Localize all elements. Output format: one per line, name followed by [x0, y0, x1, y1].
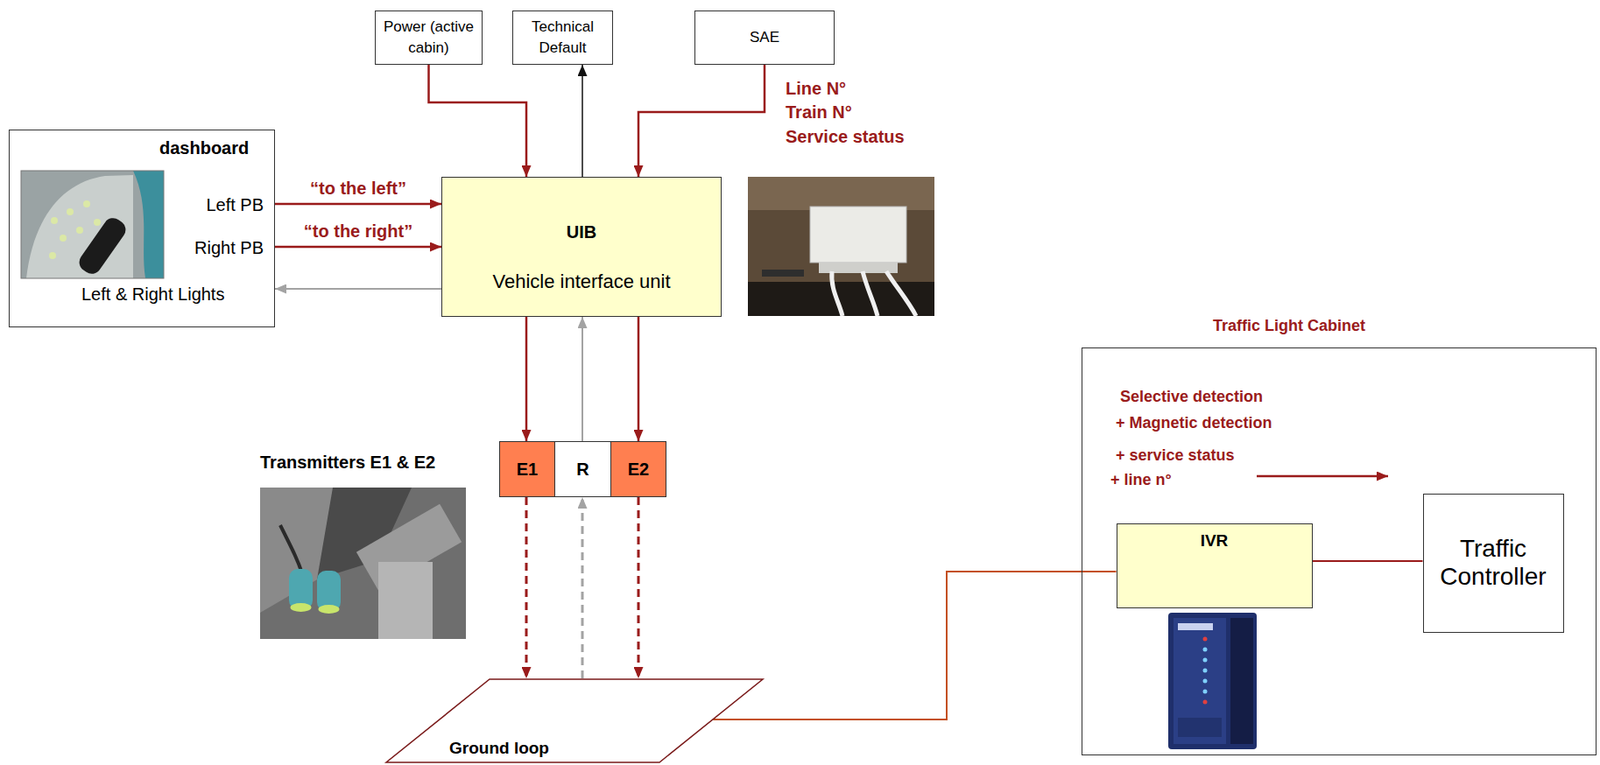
controller-box: Traffic Controller — [1423, 493, 1565, 634]
dashboard-photo — [133, 170, 164, 279]
dashboard-photo — [49, 252, 57, 260]
ivr-photo — [1177, 623, 1213, 631]
transmitter-photo — [260, 487, 466, 640]
ivr-photo — [1203, 700, 1208, 705]
note-text: + Magnetic detection — [1115, 414, 1273, 433]
box-text: Ground loop — [449, 739, 550, 759]
ivr-photo — [1177, 718, 1222, 738]
box-text: Vehicle interface unit — [492, 270, 670, 293]
connector — [274, 288, 442, 290]
ivr-photo — [1203, 637, 1208, 642]
ivr-photo — [1203, 690, 1208, 695]
uib-photo — [886, 271, 917, 317]
ivr-photo — [1230, 618, 1254, 745]
transmitter-photo — [290, 603, 312, 613]
dashboard-photo — [93, 218, 101, 226]
ivr-photo — [1203, 648, 1208, 653]
panel-title: dashboard — [159, 138, 249, 159]
transmitter-photo — [318, 605, 340, 614]
part-name: Transmitters E1 & E2 — [260, 452, 436, 473]
connector — [1312, 560, 1424, 563]
dashboard-photo — [76, 226, 84, 234]
cabinet-panel: Traffic Light CabinetSelective detection… — [1081, 347, 1597, 756]
ivr-photo — [1203, 669, 1208, 674]
signal-name: Line N° — [785, 78, 846, 99]
button-name: Right PB — [194, 238, 264, 259]
box-text: R — [576, 459, 589, 480]
ground-loop-outline — [386, 679, 763, 763]
interface-unit-box: UIB Vehicle interface unit — [441, 176, 722, 318]
connector — [581, 497, 585, 679]
box-text: SAE — [749, 28, 780, 47]
connector — [525, 317, 529, 442]
box-text: E2 — [627, 459, 649, 480]
signal-name: Train N° — [785, 102, 853, 123]
connector — [637, 317, 641, 442]
uib-photo — [747, 176, 935, 211]
box-text: Technical Default — [518, 16, 607, 59]
dashboard-photo — [21, 170, 164, 279]
connector — [638, 64, 765, 177]
connector — [525, 497, 529, 679]
ground-loop: Ground loop — [385, 678, 764, 764]
edge-label: “to the left” — [307, 178, 409, 199]
box-text: Traffic Controller — [1432, 535, 1555, 592]
box-text: UIB — [566, 222, 597, 243]
ivr-photo — [1168, 613, 1257, 750]
dashboard-photo — [26, 175, 134, 279]
box-text: E1 — [516, 459, 538, 480]
note-text: + line n° — [1110, 471, 1172, 490]
transmitter-photo — [280, 525, 303, 574]
connector — [712, 571, 1116, 720]
connector — [274, 203, 442, 206]
panel-title: Traffic Light Cabinet — [1212, 317, 1366, 336]
connector — [429, 64, 528, 177]
dashboard-photo — [59, 234, 67, 242]
power-box: Power (active cabin) — [374, 10, 483, 65]
connector — [637, 497, 641, 679]
dashboard-photo — [75, 214, 129, 278]
transmitter-photo — [260, 487, 466, 640]
light-name: Left & Right Lights — [81, 284, 225, 305]
connector — [274, 246, 442, 249]
uib-photo — [747, 176, 935, 317]
uib-photo — [761, 269, 804, 277]
dashboard-photo — [83, 200, 91, 208]
note-text: + service status — [1115, 446, 1235, 466]
fault-box: Technical Default — [512, 10, 614, 65]
uib-photo — [862, 271, 878, 317]
dashboard-photo — [21, 170, 164, 279]
dashboard-photo — [50, 217, 58, 225]
dashboard-photo — [21, 170, 164, 279]
transmitter-box: E1 — [499, 441, 556, 498]
dashboard-photo — [66, 208, 74, 216]
flow-arrow — [1256, 475, 1389, 479]
transmitter-photo — [378, 562, 433, 640]
transmitter-box: E2 — [610, 441, 667, 498]
button-name: Left PB — [205, 195, 264, 216]
box-text: Power (active cabin) — [380, 16, 477, 59]
signal-name: Service status — [785, 126, 905, 148]
note-text: Selective detection — [1120, 387, 1263, 407]
box-text: IVR — [1200, 531, 1229, 551]
ivr-photo — [1173, 618, 1227, 745]
dashboard-panel: dashboardLeft PB Right PB Left & Right Lig… — [8, 129, 275, 328]
uib-photo — [810, 206, 907, 263]
ground-loop-outline — [385, 678, 764, 764]
uib-photo — [831, 271, 843, 317]
uib-photo — [747, 176, 935, 317]
edge-label: “to the right” — [301, 221, 416, 242]
receiver-box: R — [554, 441, 612, 498]
ivr-photo — [1168, 613, 1257, 750]
ivr-photo — [1203, 658, 1208, 663]
sae-box: SAE — [694, 10, 835, 65]
connector — [581, 64, 584, 177]
ivr-photo — [1203, 679, 1208, 684]
connector — [581, 317, 584, 442]
ivr-box: IVR — [1116, 523, 1313, 609]
